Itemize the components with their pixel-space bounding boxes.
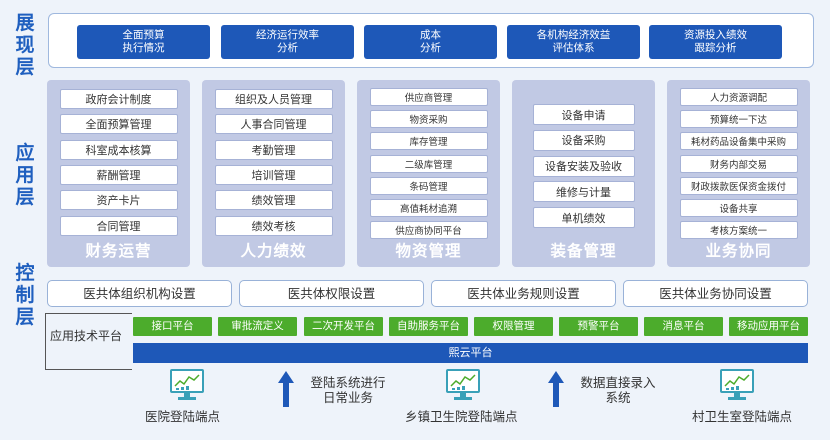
terminal-hospital: 医院登陆端点 <box>145 409 221 424</box>
tech-item-secondary-dev[interactable]: 二次开发平台 <box>304 317 383 336</box>
module-column: 组织及人员管理人事合同管理考勤管理培训管理绩效管理绩效考核人力绩效 <box>202 80 345 267</box>
module-title: 财务运营 <box>85 242 152 260</box>
tech-platform-label: 应用技术平台 <box>50 329 123 343</box>
presentation-item-line1: 成本 <box>420 29 441 41</box>
terminal-township: 乡镇卫生院登陆端点 <box>405 409 518 424</box>
module-item[interactable]: 人事合同管理 <box>214 114 333 135</box>
module-item[interactable]: 财政拨款医保资金拨付 <box>679 176 798 195</box>
presentation-item-line1: 资源投入绩效 <box>684 29 747 41</box>
module-title: 物资管理 <box>395 242 462 260</box>
layer-label-text: 控制层 <box>15 262 35 328</box>
bracket-line <box>45 313 46 369</box>
module-item[interactable]: 考勤管理 <box>214 139 333 160</box>
module-column: 设备申请设备采购设备安装及验收维修与计量单机绩效装备管理 <box>512 80 655 267</box>
terminal-village: 村卫生室登陆端点 <box>692 409 793 424</box>
module-column: 供应商管理物资采购库存管理二级库管理条码管理高值耗材追溯供应商协同平台物资管理 <box>357 80 500 267</box>
presentation-item-efficiency[interactable]: 经济运行效率 分析 <box>221 25 354 59</box>
presentation-item-line1: 全面预算 <box>122 29 165 41</box>
tech-item-approval[interactable]: 审批流定义 <box>218 317 297 336</box>
computer-icon <box>170 369 204 400</box>
presentation-item-line2: 分析 <box>277 42 298 54</box>
arrow-note-line1: 数据直接录入 <box>580 375 656 390</box>
arrow-note-line2: 系统 <box>605 390 631 405</box>
module-item[interactable]: 科室成本核算 <box>59 139 178 160</box>
module-item[interactable]: 维修与计量 <box>532 181 635 203</box>
module-item[interactable]: 设备申请 <box>532 104 635 125</box>
layer-label-control: 控制层 <box>6 262 44 328</box>
control-permission-setting[interactable]: 医共体权限设置 <box>239 280 424 307</box>
presentation-layer-panel: 全面预算 执行情况 经济运行效率 分析 成本 分析 各机构经济效益 评估体系 资… <box>48 13 814 68</box>
computer-icon <box>720 369 754 400</box>
module-item[interactable]: 绩效管理 <box>214 190 333 211</box>
layer-label-application: 应用层 <box>6 142 44 208</box>
tech-item-permission[interactable]: 权限管理 <box>474 317 553 336</box>
module-item[interactable]: 政府会计制度 <box>59 89 178 109</box>
module-item[interactable]: 单机绩效 <box>532 207 635 229</box>
module-item[interactable]: 供应商协同平台 <box>369 221 488 240</box>
bracket-line <box>45 313 132 314</box>
module-item[interactable]: 绩效考核 <box>214 215 333 236</box>
presentation-item-line2: 跟踪分析 <box>694 42 737 54</box>
arrow-note-line2: 日常业务 <box>322 390 373 405</box>
module-item[interactable]: 物资采购 <box>369 110 488 129</box>
module-item[interactable]: 预算统一下达 <box>679 110 798 129</box>
control-org-setting[interactable]: 医共体组织机构设置 <box>47 280 232 307</box>
presentation-item-line1: 经济运行效率 <box>256 29 319 41</box>
presentation-item-line1: 各机构经济效益 <box>536 29 611 41</box>
presentation-item-line2: 执行情况 <box>122 42 165 54</box>
module-item[interactable]: 资产卡片 <box>59 190 178 211</box>
module-item[interactable]: 耗材药品设备集中采购 <box>679 132 798 151</box>
module-item[interactable]: 设备采购 <box>532 129 635 151</box>
module-item[interactable]: 二级库管理 <box>369 154 488 173</box>
xiyun-platform-bar[interactable]: 熙云平台 <box>133 343 808 363</box>
layer-label-text: 应用层 <box>15 142 35 208</box>
module-item[interactable]: 财务内部交易 <box>679 154 798 173</box>
module-column: 政府会计制度全面预算管理科室成本核算薪酬管理资产卡片合同管理财务运营 <box>47 80 190 267</box>
layer-label-text: 展现层 <box>15 12 35 78</box>
module-item[interactable]: 设备安装及验收 <box>532 155 635 177</box>
arrow-note-line1: 登陆系统进行 <box>310 375 386 390</box>
module-item[interactable]: 库存管理 <box>369 132 488 151</box>
module-item[interactable]: 高值耗材追溯 <box>369 199 488 217</box>
arrow-up-icon <box>278 371 294 407</box>
presentation-item-cost[interactable]: 成本 分析 <box>364 25 497 59</box>
tech-item-warning[interactable]: 预警平台 <box>559 317 638 336</box>
module-item[interactable]: 全面预算管理 <box>59 114 178 135</box>
arrow-note-data: 数据直接录入 系统 <box>568 375 668 405</box>
arrow-up-icon <box>548 371 564 407</box>
module-item[interactable]: 合同管理 <box>59 215 178 236</box>
tech-item-interface[interactable]: 接口平台 <box>133 317 212 336</box>
control-rule-setting[interactable]: 医共体业务规则设置 <box>431 280 616 307</box>
tech-item-mobile[interactable]: 移动应用平台 <box>729 317 808 336</box>
module-item[interactable]: 人力资源调配 <box>679 88 798 106</box>
tech-item-self-service[interactable]: 自助服务平台 <box>389 317 468 336</box>
presentation-item-line2: 评估体系 <box>552 42 595 54</box>
module-item[interactable]: 组织及人员管理 <box>214 89 333 109</box>
module-column: 人力资源调配预算统一下达耗材药品设备集中采购财务内部交易财政拨款医保资金拨付设备… <box>667 80 810 267</box>
bracket-line <box>45 369 132 370</box>
presentation-item-performance[interactable]: 资源投入绩效 跟踪分析 <box>649 25 782 59</box>
module-item[interactable]: 薪酬管理 <box>59 164 178 185</box>
module-item[interactable]: 条码管理 <box>369 176 488 195</box>
module-item[interactable]: 设备共享 <box>679 199 798 217</box>
module-item[interactable]: 考核方案统一 <box>679 221 798 240</box>
module-title: 装备管理 <box>550 242 617 260</box>
presentation-item-benefit[interactable]: 各机构经济效益 评估体系 <box>507 25 640 59</box>
presentation-item-budget[interactable]: 全面预算 执行情况 <box>77 25 210 59</box>
arrow-note-login: 登陆系统进行 日常业务 <box>298 375 398 405</box>
module-title: 人力绩效 <box>240 242 307 260</box>
module-title: 业务协同 <box>705 242 772 260</box>
control-collab-setting[interactable]: 医共体业务协同设置 <box>623 280 808 307</box>
layer-label-presentation: 展现层 <box>6 12 44 78</box>
computer-icon <box>446 369 480 400</box>
presentation-item-line2: 分析 <box>420 42 441 54</box>
module-item[interactable]: 供应商管理 <box>369 88 488 106</box>
tech-item-message[interactable]: 消息平台 <box>644 317 723 336</box>
module-item[interactable]: 培训管理 <box>214 164 333 185</box>
